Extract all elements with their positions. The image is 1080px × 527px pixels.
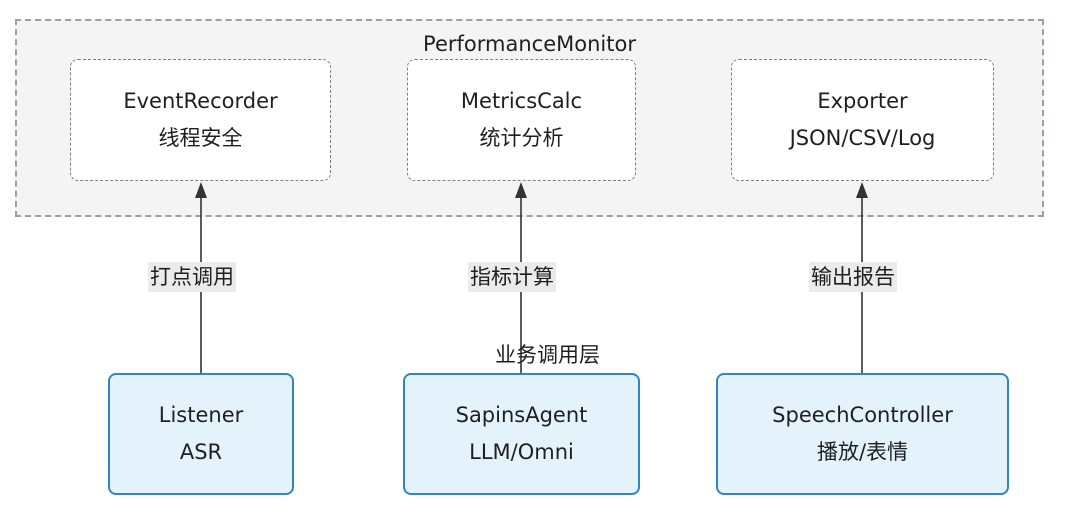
node-title: MetricsCalc — [460, 89, 583, 113]
node-desc: 线程安全 — [158, 126, 243, 150]
node-desc: 统计分析 — [479, 126, 564, 150]
node-desc: 播放/表情 — [816, 440, 909, 464]
node-title: Exporter — [817, 89, 908, 113]
node-title: SpeechController — [772, 403, 953, 427]
node-exporter[interactable]: Exporter JSON/CSV/Log — [731, 59, 994, 181]
edge-label-metric-calculation: 指标计算 — [468, 262, 556, 292]
node-listener[interactable]: Listener ASR — [108, 373, 294, 495]
node-speech-controller[interactable]: SpeechController 播放/表情 — [716, 373, 1009, 495]
node-metrics-calc[interactable]: MetricsCalc 统计分析 — [407, 59, 636, 181]
node-desc: LLM/Omni — [469, 440, 574, 464]
edge-label-tracking-call: 打点调用 — [148, 262, 236, 292]
node-title: EventRecorder — [123, 89, 278, 113]
node-title: SapinsAgent — [455, 403, 588, 427]
node-event-recorder[interactable]: EventRecorder 线程安全 — [70, 59, 331, 181]
node-desc: JSON/CSV/Log — [789, 126, 936, 150]
node-sapins-agent[interactable]: SapinsAgent LLM/Omni — [403, 373, 640, 495]
group-title: PerformanceMonitor — [423, 32, 636, 56]
business-layer-label: 业务调用层 — [495, 343, 600, 367]
edge-label-output-report: 输出报告 — [809, 262, 897, 292]
node-desc: ASR — [179, 440, 223, 464]
node-title: Listener — [158, 403, 244, 427]
